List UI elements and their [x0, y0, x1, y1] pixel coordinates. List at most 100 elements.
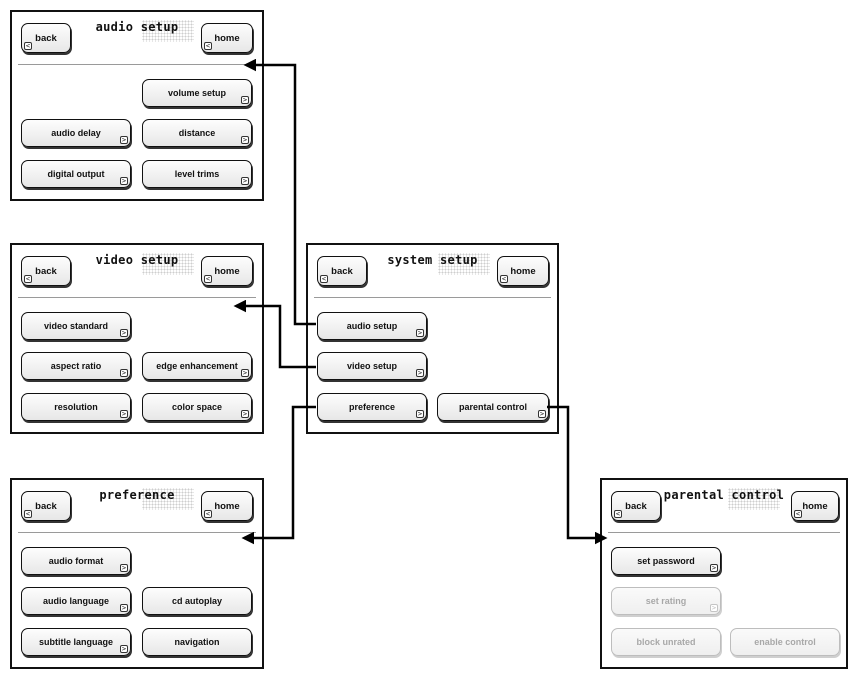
chevron-right-icon: >	[416, 329, 424, 337]
system-setup-screen: system setup back < home < audio setup >…	[306, 243, 559, 434]
title-texture	[438, 253, 490, 275]
header-divider	[18, 64, 256, 65]
home-button[interactable]: home <	[791, 491, 839, 521]
block-unrated-button[interactable]: block unrated	[611, 628, 721, 656]
chevron-left-icon: <	[500, 275, 508, 283]
cd-autoplay-button[interactable]: cd autoplay	[142, 587, 252, 615]
preference-screen: preference back < home < audio format > …	[10, 478, 264, 669]
chevron-left-icon: <	[24, 275, 32, 283]
subtitle-language-button[interactable]: subtitle language >	[21, 628, 131, 656]
chevron-right-icon: >	[241, 136, 249, 144]
home-button[interactable]: home <	[201, 23, 253, 53]
chevron-right-icon: >	[241, 96, 249, 104]
button-label: subtitle language	[38, 637, 113, 647]
panel-title: parental control	[663, 488, 785, 502]
button-label: cd autoplay	[171, 596, 222, 606]
audio-setup-button[interactable]: audio setup >	[317, 312, 427, 340]
button-label: set rating	[645, 596, 687, 606]
chevron-right-icon: >	[416, 410, 424, 418]
chevron-right-icon: >	[241, 410, 249, 418]
chevron-left-icon: <	[24, 510, 32, 518]
chevron-left-icon: <	[204, 275, 212, 283]
back-label: back	[35, 265, 57, 277]
chevron-left-icon: <	[204, 42, 212, 50]
home-button[interactable]: home <	[497, 256, 549, 286]
header-divider	[18, 532, 256, 533]
button-label: distance	[178, 128, 216, 138]
title-texture	[142, 253, 194, 275]
button-label: block unrated	[636, 637, 696, 647]
volume-setup-button[interactable]: volume setup >	[142, 79, 252, 107]
chevron-right-icon: >	[241, 369, 249, 377]
back-button[interactable]: back <	[21, 23, 71, 53]
video-setup-screen: video setup back < home < video standard…	[10, 243, 264, 434]
button-label: parental control	[458, 402, 527, 412]
resolution-button[interactable]: resolution >	[21, 393, 131, 421]
back-button[interactable]: back <	[21, 256, 71, 286]
enable-control-button[interactable]: enable control	[730, 628, 840, 656]
level-trims-button[interactable]: level trims >	[142, 160, 252, 188]
header-divider	[18, 297, 256, 298]
home-label: home	[214, 500, 240, 512]
panel-title: preference	[99, 488, 175, 502]
home-button[interactable]: home <	[201, 491, 253, 521]
edge-enhancement-button[interactable]: edge enhancement >	[142, 352, 252, 380]
chevron-left-icon: <	[204, 510, 212, 518]
button-label: edge enhancement	[156, 361, 238, 371]
panel-title: system setup	[387, 253, 478, 267]
video-setup-button[interactable]: video setup >	[317, 352, 427, 380]
button-label: level trims	[174, 169, 220, 179]
video-setup-connector	[233, 299, 316, 369]
back-label: back	[35, 500, 57, 512]
title-texture	[142, 20, 194, 42]
audio-delay-button[interactable]: audio delay >	[21, 119, 131, 147]
chevron-right-icon: >	[710, 604, 718, 612]
home-label: home	[214, 265, 240, 277]
parental-control-connector	[547, 405, 608, 545]
button-label: audio format	[48, 556, 104, 566]
set-password-button[interactable]: set password >	[611, 547, 721, 575]
chevron-left-icon: <	[320, 275, 328, 283]
audio-language-button[interactable]: audio language >	[21, 587, 131, 615]
audio-setup-connector	[243, 58, 316, 326]
aspect-ratio-button[interactable]: aspect ratio >	[21, 352, 131, 380]
panel-title: audio setup	[95, 20, 179, 34]
header-divider	[314, 297, 551, 298]
button-label: resolution	[54, 402, 98, 412]
home-label: home	[214, 32, 240, 44]
title-texture	[142, 488, 194, 510]
home-button[interactable]: home <	[201, 256, 253, 286]
button-label: digital output	[47, 169, 105, 179]
button-label: preference	[348, 402, 396, 412]
button-label: navigation	[174, 637, 220, 647]
chevron-right-icon: >	[120, 564, 128, 572]
audio-setup-screen: audio setup back < home < volume setup >…	[10, 10, 264, 201]
home-label: home	[510, 265, 536, 277]
digital-output-button[interactable]: digital output >	[21, 160, 131, 188]
chevron-right-icon: >	[120, 369, 128, 377]
distance-button[interactable]: distance >	[142, 119, 252, 147]
parental-control-screen: parental control back < home < set passw…	[600, 478, 848, 669]
chevron-right-icon: >	[416, 369, 424, 377]
button-label: color space	[171, 402, 223, 412]
back-button[interactable]: back <	[317, 256, 367, 286]
navigation-button[interactable]: navigation	[142, 628, 252, 656]
back-button[interactable]: back <	[611, 491, 661, 521]
preference-button[interactable]: preference >	[317, 393, 427, 421]
back-button[interactable]: back <	[21, 491, 71, 521]
chevron-left-icon: <	[614, 510, 622, 518]
home-label: home	[802, 500, 828, 512]
button-label: enable control	[754, 637, 816, 647]
back-label: back	[35, 32, 57, 44]
audio-format-button[interactable]: audio format >	[21, 547, 131, 575]
button-label: audio setup	[346, 321, 398, 331]
color-space-button[interactable]: color space >	[142, 393, 252, 421]
back-label: back	[625, 500, 647, 512]
chevron-right-icon: >	[120, 136, 128, 144]
video-standard-button[interactable]: video standard >	[21, 312, 131, 340]
chevron-right-icon: >	[241, 177, 249, 185]
chevron-right-icon: >	[120, 410, 128, 418]
set-rating-button[interactable]: set rating >	[611, 587, 721, 615]
button-label: aspect ratio	[50, 361, 102, 371]
